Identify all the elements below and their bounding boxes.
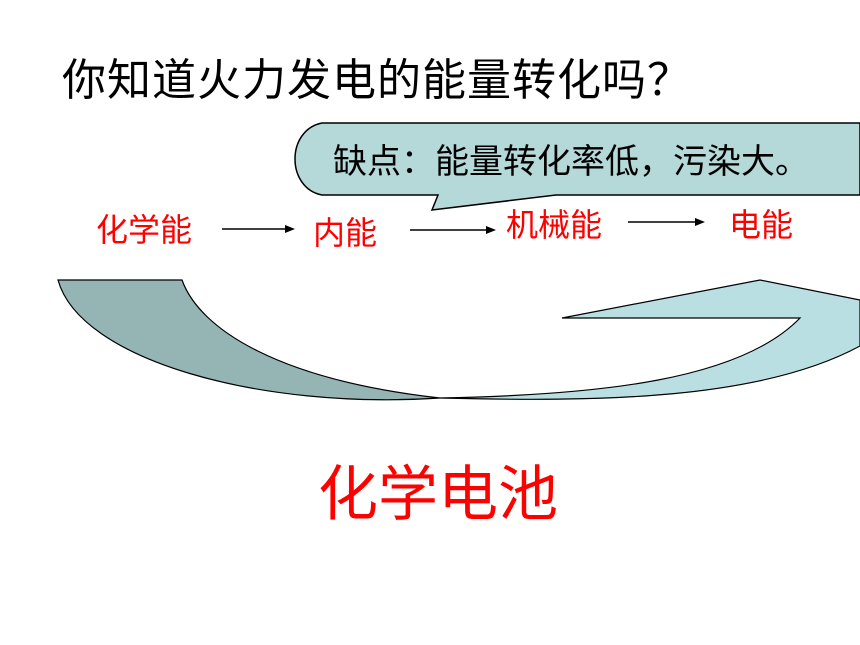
page-title: 你知道火力发电的能量转化吗？ xyxy=(62,55,692,106)
energy-electric: 电能 xyxy=(729,206,794,244)
energy-internal: 内能 xyxy=(313,214,378,252)
energy-mechanical: 机械能 xyxy=(506,206,603,244)
curved-arrow-right xyxy=(439,279,860,400)
flow-arrow-1 xyxy=(222,225,295,233)
flow-arrow-3 xyxy=(628,218,705,226)
flow-arrow-2 xyxy=(410,226,496,234)
bottom-label: 化学电池 xyxy=(318,460,558,530)
callout-text: 缺点：能量转化率低，污染大。 xyxy=(333,142,809,182)
callout-bubble xyxy=(294,122,860,211)
energy-chemical: 化学能 xyxy=(96,211,193,249)
curved-arrow-left xyxy=(57,279,441,401)
